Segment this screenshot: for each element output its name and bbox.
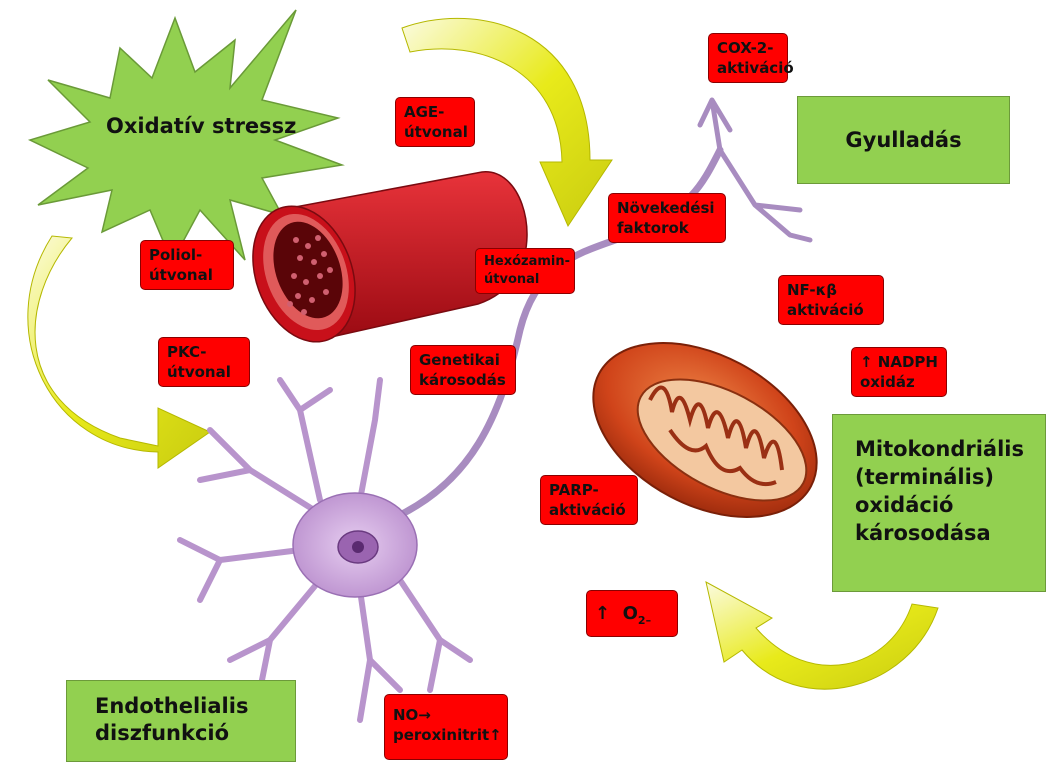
oxidative-stress-label: Oxidatív stressz — [106, 114, 296, 138]
parp-line-1: PARP- — [549, 480, 629, 500]
cox2-line-1: COX-2- — [717, 38, 779, 58]
curved-arrow-icon — [706, 582, 938, 689]
superoxide-label: ↑ O — [595, 603, 638, 624]
endothelial-dysfunction-box: Endothelialis diszfunkció — [66, 680, 296, 762]
age-line-2: útvonal — [404, 122, 466, 142]
mitochondrial-damage-box: Mitokondriális (terminális) oxidáció kár… — [832, 414, 1046, 592]
mitochondrial-line-1: Mitokondriális — [855, 435, 1045, 463]
no-line-1: NO→ — [393, 705, 499, 725]
mitochondrial-line-2: (terminális) — [855, 463, 1045, 491]
cox2-box: COX-2- aktiváció — [708, 33, 788, 83]
mitochondrial-line-3: oxidáció — [855, 491, 1045, 519]
nadph-line-1: ↑ NADPH — [860, 352, 938, 372]
endothelial-line-1: Endothelialis — [95, 693, 295, 720]
age-pathway-box: AGE- útvonal — [395, 97, 475, 147]
genetic-damage-box: Genetikai károsodás — [410, 345, 516, 395]
no-line-2: peroxinitrit↑ — [393, 725, 499, 745]
polyol-line-1: Poliol- — [149, 245, 225, 265]
nfkb-line-2: aktiváció — [787, 300, 875, 320]
genetic-line-2: károsodás — [419, 370, 507, 390]
superoxide-box: ↑ O2– — [586, 590, 678, 637]
nfkb-line-1: NF-κβ — [787, 280, 875, 300]
inflammation-box: Gyulladás — [797, 96, 1010, 184]
pkc-line-2: útvonal — [167, 362, 241, 382]
pkc-line-1: PKC- — [167, 342, 241, 362]
mitochondrial-line-4: károsodása — [855, 519, 1045, 547]
hexosamine-line-2: útvonal — [484, 271, 566, 289]
no-peroxynitrite-box: NO→ peroxinitrit↑ — [384, 694, 508, 760]
endothelial-line-2: diszfunkció — [95, 720, 295, 747]
nfkb-activation-box: NF-κβ aktiváció — [778, 275, 884, 325]
growth-factors-box: Növekedési faktorok — [608, 193, 726, 243]
growth-line-1: Növekedési — [617, 198, 717, 218]
age-line-1: AGE- — [404, 102, 466, 122]
parp-activation-box: PARP- aktiváció — [540, 475, 638, 525]
pkc-pathway-box: PKC- útvonal — [158, 337, 250, 387]
genetic-line-1: Genetikai — [419, 350, 507, 370]
inflammation-label: Gyulladás — [845, 128, 961, 152]
growth-line-2: faktorok — [617, 218, 717, 238]
nadph-line-2: oxidáz — [860, 372, 938, 392]
polyol-pathway-box: Poliol- útvonal — [140, 240, 234, 290]
cox2-line-2: aktiváció — [717, 58, 779, 78]
superoxide-subscript: 2– — [638, 614, 651, 627]
nadph-oxidase-box: ↑ NADPH oxidáz — [851, 347, 947, 397]
parp-line-2: aktiváció — [549, 500, 629, 520]
hexosamine-pathway-box: Hexózamin- útvonal — [475, 248, 575, 294]
polyol-line-2: útvonal — [149, 265, 225, 285]
hexosamine-line-1: Hexózamin- — [484, 253, 566, 271]
